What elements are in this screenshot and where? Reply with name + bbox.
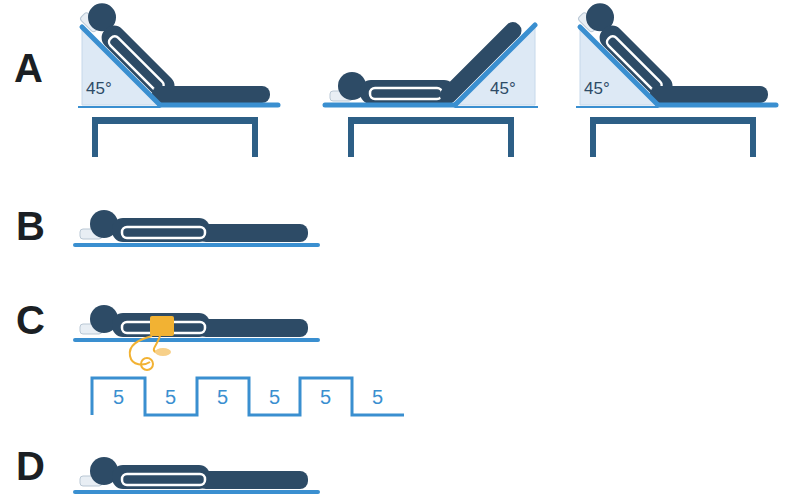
supine-patient [75,457,318,492]
duration-number: 5 [217,386,228,408]
blood-pressure-cuff [130,316,174,370]
panel-letter: C [16,298,45,342]
panel-letter: B [16,204,45,248]
angle-label: 45° [584,80,610,99]
panel-letter: A [14,46,43,90]
duration-number: 5 [165,386,176,408]
angle-label: 45° [490,80,516,99]
measurement-cycle-wave [92,378,404,415]
duration-number: 5 [269,386,280,408]
angle-label: 45° [86,80,112,99]
duration-number: 5 [320,386,331,408]
legs-up-bed [325,19,538,157]
duration-number: 5 [113,386,124,408]
supine-patient [75,210,318,245]
panel-letter: D [16,444,45,488]
head-up-bed [78,0,278,157]
supine-patient [75,305,318,340]
duration-number: 5 [372,386,383,408]
head-up-bed [576,0,776,157]
